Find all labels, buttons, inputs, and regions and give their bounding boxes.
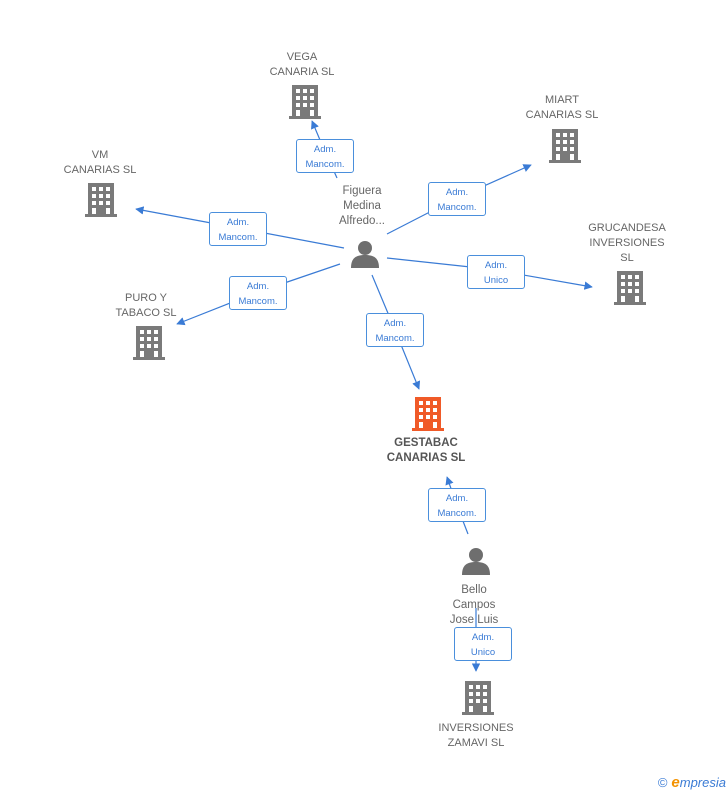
relation-label-line: Mancom. [305,159,345,170]
relation-label-line: Unico [483,275,509,286]
company-name-line: CANARIA SL [269,66,335,78]
relation-label-line: Mancom. [437,508,477,519]
person-name-line: Figuera [342,185,382,197]
relation-label-line: Adm. [445,493,469,504]
person-name-line: Bello [461,584,487,596]
company-zamavi-building-icon[interactable] [462,681,494,715]
company-name-line: VEGA [286,51,318,63]
relation-label-line: Adm. [471,632,495,643]
brand-name: mpresia [679,775,726,790]
relation-label-line: Mancom. [218,232,258,243]
relation-label-line: Adm. [226,217,250,228]
relation-label-line: Unico [470,647,496,658]
company-name-line: PURO Y [125,292,167,304]
company-name-line: SL [620,252,634,264]
company-grucandesa-label[interactable]: GRUCANDESA INVERSIONES SL [588,221,666,266]
relation-label-line: Mancom. [437,202,477,213]
company-name-line: VM [91,149,109,161]
empresia-logo: ©empresia [658,774,726,791]
person-name-line: Jose Luis [449,614,499,626]
company-name-line: CANARIAS SL [63,164,137,176]
relation-label-miart[interactable]: Adm. Mancom. [428,182,486,216]
brand-initial: e [671,774,680,791]
person-name-line: Campos [452,599,496,611]
company-puro-building-icon[interactable] [133,326,165,360]
relation-label-gestabac[interactable]: Adm. Mancom. [366,313,424,347]
company-name-line: MIART [544,94,580,106]
company-vega-label[interactable]: VEGA CANARIA SL [270,50,335,80]
company-vm-label[interactable]: VM CANARIAS SL [64,148,137,178]
copyright-icon: © [657,775,668,790]
relation-label-puro[interactable]: Adm. Mancom. [229,276,287,310]
company-name-line: TABACO SL [115,307,177,319]
person-bello-icon[interactable] [462,548,490,575]
relation-label-line: Adm. [246,281,270,292]
company-name-line: GRUCANDESA [588,222,666,234]
main-company-gestabac-building-icon[interactable] [412,397,444,431]
company-name-line: ZAMAVI SL [447,737,505,749]
relation-label-vm[interactable]: Adm. Mancom. [209,212,267,246]
company-name-line: GESTABAC [394,437,458,449]
company-vm-building-icon[interactable] [85,183,117,217]
relation-label-line: Mancom. [375,333,415,344]
company-miart-building-icon[interactable] [549,129,581,163]
person-name-line: Medina [343,200,381,212]
relation-label-line: Adm. [445,187,469,198]
person-name-line: Alfredo... [338,215,386,227]
company-name-line: CANARIAS SL [525,109,599,121]
company-name-line: INVERSIONES [438,722,514,734]
company-name-line: INVERSIONES [589,237,665,249]
relation-label-zamavi[interactable]: Adm. Unico [454,627,512,661]
relation-label-line: Adm. [313,144,337,155]
company-grucandesa-building-icon[interactable] [614,271,646,305]
relation-label-line: Adm. [484,260,508,271]
company-vega-building-icon[interactable] [289,85,321,119]
person-figuera-icon[interactable] [351,241,379,268]
company-miart-label[interactable]: MIART CANARIAS SL [526,93,599,123]
company-gestabac-label[interactable]: GESTABAC CANARIAS SL [387,436,466,466]
relation-label-gestabac[interactable]: Adm. Mancom. [428,488,486,522]
company-name-line: CANARIAS SL [386,452,466,464]
company-zamavi-label[interactable]: INVERSIONES ZAMAVI SL [438,721,513,751]
relation-label-line: Adm. [383,318,407,329]
relation-label-line: Mancom. [238,296,278,307]
company-puro-label[interactable]: PURO Y TABACO SL [116,291,177,321]
nodes [85,85,646,715]
relation-label-vega[interactable]: Adm. Mancom. [296,139,354,173]
relation-label-grucandesa[interactable]: Adm. Unico [467,255,525,289]
